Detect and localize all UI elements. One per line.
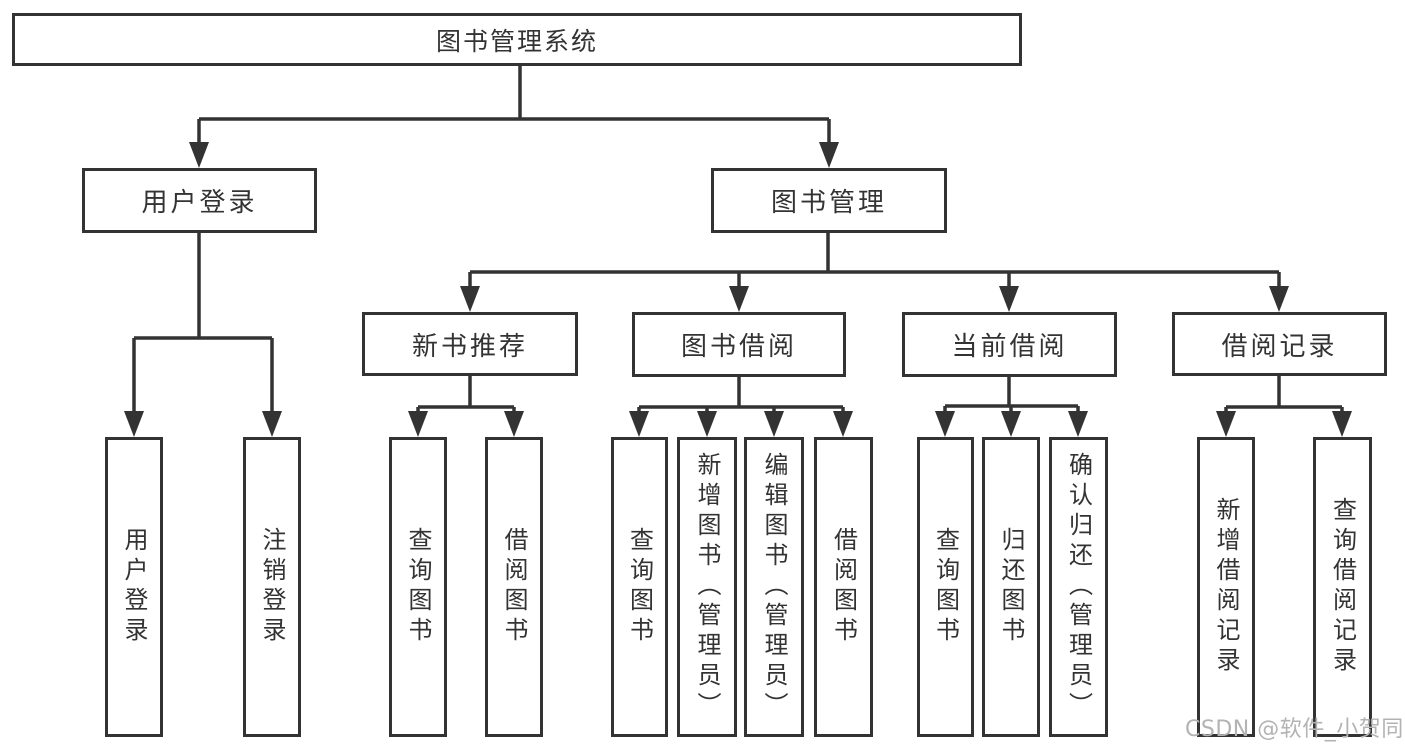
node-label: 图书管理: [770, 188, 887, 218]
connector-root-to-level1: [189, 64, 839, 168]
node-label: 查询图书: [931, 527, 960, 647]
leaf-query-books: 查询图书: [917, 437, 974, 737]
node-new-book-recommend: 新书推荐: [362, 312, 578, 376]
node-label: 注销登录: [258, 527, 286, 647]
node-label: 查询图书: [404, 527, 432, 647]
node-label: 查询借阅记录: [1328, 497, 1357, 677]
leaf-logout: 注销登录: [243, 437, 301, 737]
leaf-borrow-books: 借阅图书: [814, 437, 873, 737]
node-label: 图书借阅: [680, 332, 797, 362]
leaf-add-borrow-record: 新增借阅记录: [1197, 437, 1255, 737]
node-label: 新增借阅记录: [1212, 497, 1240, 677]
node-current-borrowing: 当前借阅: [902, 312, 1117, 377]
leaf-add-books-admin: 新增图书（管理员）: [677, 437, 737, 737]
node-label: 确认归还（管理员）: [1064, 452, 1093, 722]
node-label: 借阅图书: [500, 527, 528, 647]
connector-newbookrec-to-leaves: [408, 375, 524, 437]
leaf-return-books: 归还图书: [982, 437, 1040, 737]
node-book-borrowing: 图书借阅: [632, 312, 846, 377]
leaf-confirm-return-admin: 确认归还（管理员）: [1049, 437, 1108, 737]
node-label: 借阅记录: [1221, 331, 1338, 362]
leaf-borrow-books: 借阅图书: [485, 437, 543, 737]
leaf-query-books: 查询图书: [389, 437, 447, 737]
node-label: 用户登录: [141, 188, 258, 218]
node-borrow-records: 借阅记录: [1172, 312, 1387, 376]
node-label: 用户登录: [120, 527, 148, 647]
node-user-login: 用户登录: [82, 168, 317, 233]
connector-bookmgmt-to-level2: [460, 231, 1289, 312]
node-label: 新书推荐: [411, 331, 528, 362]
node-library-management-system: 图书管理系统: [12, 13, 1022, 66]
connector-currentborrow-to-leaves: [935, 376, 1088, 437]
leaf-query-borrow-record: 查询借阅记录: [1313, 437, 1372, 737]
connector-borrowrecord-to-leaves: [1216, 375, 1352, 437]
node-label: 归还图书: [997, 527, 1025, 647]
connector-userlogin-to-leaves: [124, 231, 282, 437]
csdn-watermark: CSDN @软件_小贺同学: [1185, 717, 1405, 742]
connector-bookborrow-to-leaves: [629, 376, 853, 437]
node-label: 查询图书: [625, 527, 654, 647]
node-book-management: 图书管理: [711, 168, 947, 233]
node-label: 新增图书（管理员）: [693, 452, 721, 722]
node-label: 当前借阅: [951, 332, 1068, 362]
node-label: 借阅图书: [829, 527, 858, 647]
leaf-edit-books-admin: 编辑图书（管理员）: [744, 437, 804, 737]
leaf-query-books: 查询图书: [611, 437, 668, 737]
node-label: 编辑图书（管理员）: [760, 452, 788, 722]
leaf-user-login: 用户登录: [105, 437, 163, 737]
node-label: 图书管理系统: [435, 26, 598, 56]
